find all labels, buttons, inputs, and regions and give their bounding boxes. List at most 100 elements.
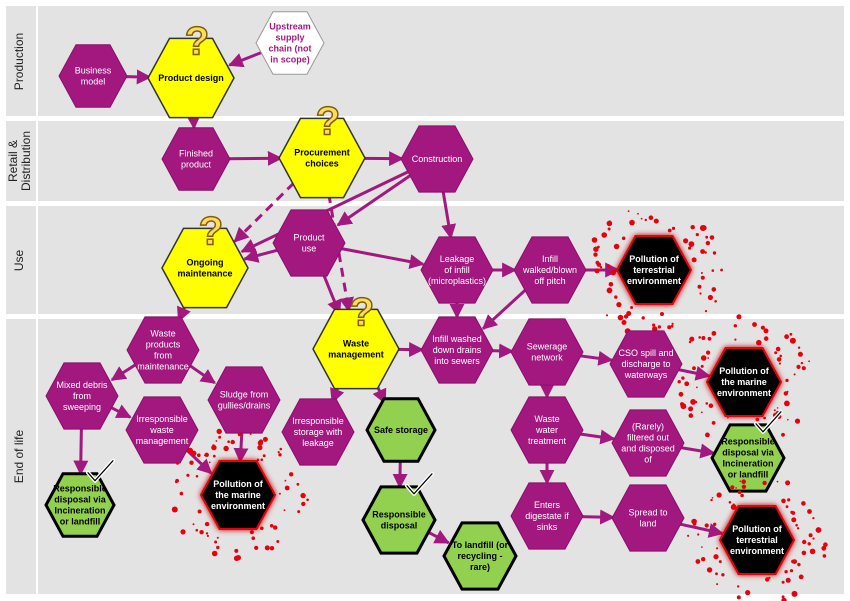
node-shape — [420, 316, 494, 384]
node-shape — [718, 505, 796, 575]
node-shape — [615, 235, 693, 305]
band-separator — [36, 6, 38, 594]
question-mark-icon: ? — [185, 19, 209, 63]
node-shape — [513, 236, 587, 304]
pollution-splatter-icon — [171, 428, 309, 561]
edge-irresponsible-waste-to-pollution-marine-2 — [185, 448, 213, 475]
edge-mixed-debris-to-irresponsible-waste — [111, 404, 132, 419]
checkmark-icon-outline — [406, 473, 433, 495]
edge-business-model-to-product-design — [123, 69, 152, 85]
node-shape — [199, 460, 277, 530]
question-mark-icon: ? — [316, 99, 340, 143]
node-shape — [45, 362, 119, 430]
band-production — [6, 6, 844, 116]
edge-waste-water-to-rarely-filtered — [578, 429, 616, 445]
node-shape — [400, 125, 474, 193]
node-shape — [510, 318, 584, 386]
edge-construction-to-leakage-infill — [441, 188, 457, 240]
edge-upstream-to-product-design — [227, 51, 262, 68]
node-shape — [126, 316, 200, 384]
edge-infill-washed-to-sewerage — [489, 343, 515, 359]
edge-procurement-to-waste-management — [327, 193, 354, 313]
node-shape — [705, 347, 783, 417]
edge-construction-to-product-use — [336, 174, 411, 227]
node-shape — [44, 472, 116, 538]
node-product-design[interactable]: Product design? — [147, 19, 235, 119]
node-shape — [207, 366, 281, 434]
node-shape — [710, 423, 786, 493]
node-shape — [510, 396, 584, 464]
pollution-splatter-icon — [591, 210, 723, 336]
node-shape — [161, 127, 231, 191]
edge-mixed-debris-to-responsible-disposal-left — [73, 426, 89, 476]
node-construction[interactable]: Construction — [400, 125, 474, 193]
pollution-splatter-icon — [687, 479, 828, 601]
edge-enters-digestate-to-spread-land — [579, 509, 616, 525]
node-safe-storage[interactable]: Safe storage — [365, 397, 437, 463]
checkmark-icon-outline — [755, 411, 782, 433]
node-shape — [361, 485, 437, 555]
edge-responsible-disposal-mid-to-to-landfill — [427, 529, 450, 545]
node-shape — [125, 396, 199, 464]
node-shape — [611, 484, 685, 552]
question-mark-icon: ? — [350, 290, 374, 334]
edge-product-use-to-ongoing-maintenance — [243, 248, 278, 263]
node-shape — [312, 308, 400, 390]
node-shape — [278, 117, 366, 199]
node-shape — [365, 397, 437, 463]
edge-product-use-to-leakage-infill — [340, 247, 425, 269]
edge-safe-storage-to-responsible-disposal-mid — [392, 458, 408, 489]
